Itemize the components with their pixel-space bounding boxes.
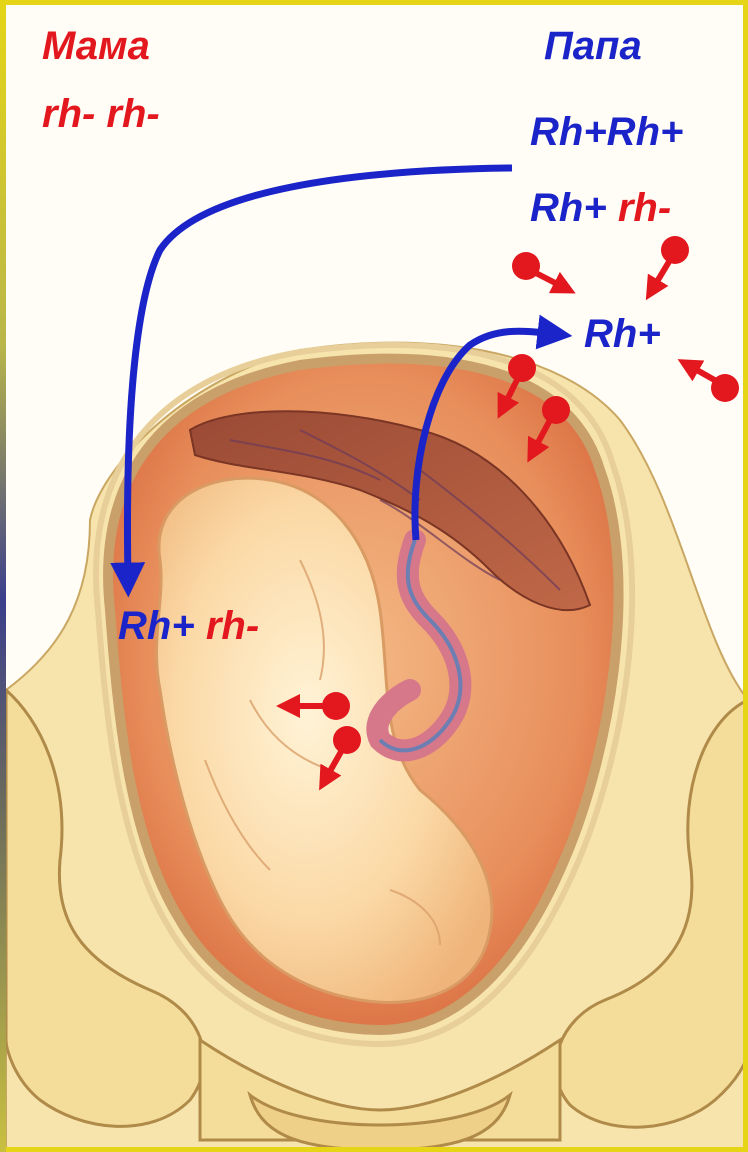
- antibody-4: [503, 354, 536, 408]
- antibody-1: [512, 252, 565, 288]
- antibody-3: [688, 365, 739, 402]
- father-to-fetus-arrow: [127, 168, 512, 580]
- antibody-7: [325, 726, 361, 780]
- antibody-2: [652, 236, 689, 290]
- antibody-6: [288, 692, 350, 720]
- antibody-5: [533, 396, 570, 452]
- left-edge-stripe: [0, 0, 6, 1152]
